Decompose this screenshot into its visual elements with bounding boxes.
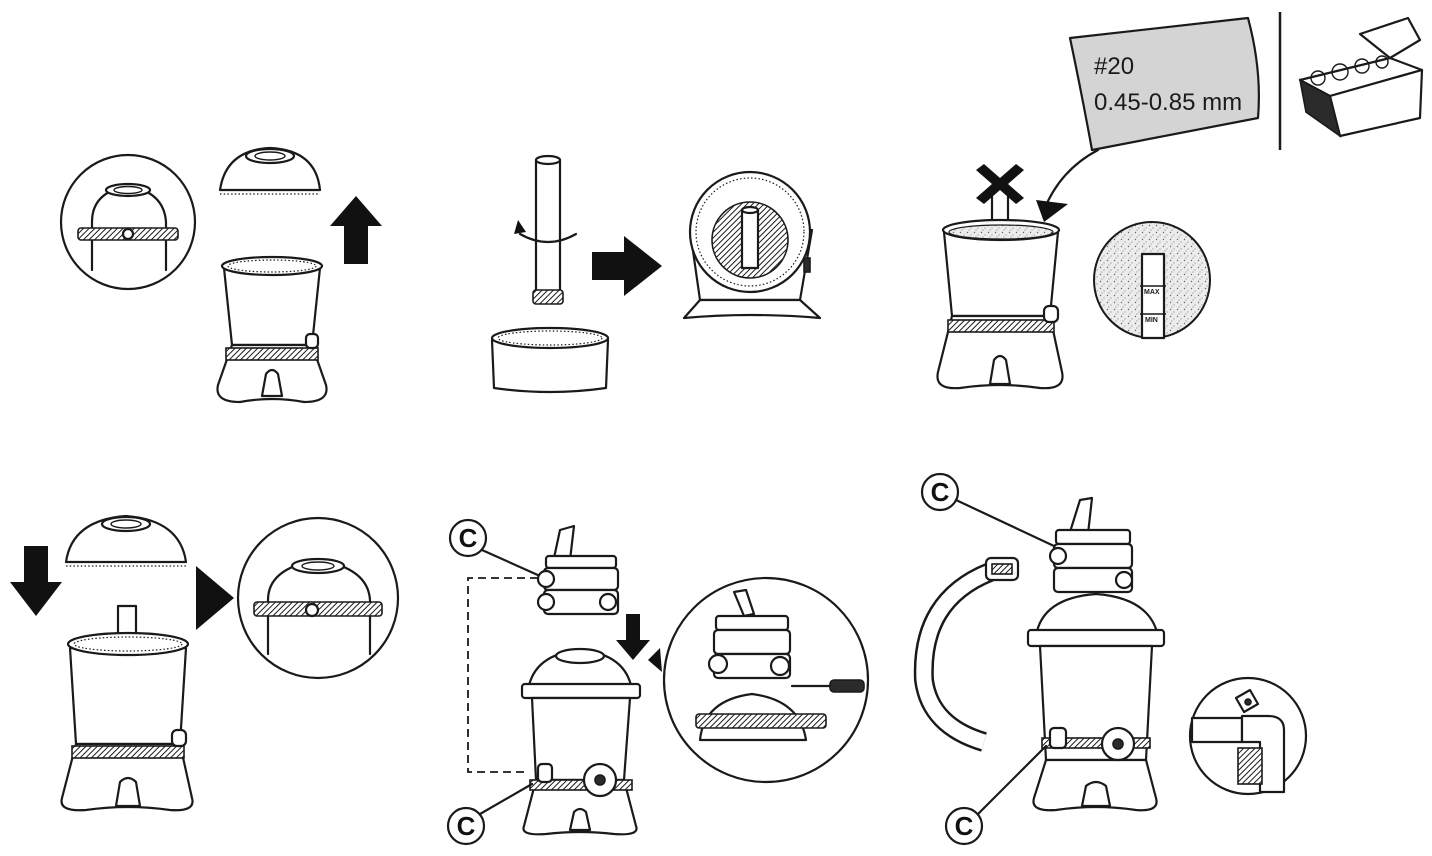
sand-box [1298,16,1424,138]
do-not-cover-x-icon [976,164,1024,204]
step4-replace-lid [10,514,400,812]
zoom-pointer-arrow [648,648,662,672]
max-level-label: MAX [1144,289,1160,296]
connector-label-4: C [955,811,974,841]
connector-label-3: C [931,477,950,507]
sand-bag-grade: #20 [1094,53,1134,80]
valve-head [536,524,620,616]
lower-tank-section [490,326,610,394]
step2-install-pipe [490,154,822,394]
step1-remove-lid [59,146,382,404]
hose-connection-zoom [1188,676,1308,796]
connector-dashed-path [467,577,538,773]
center-pipe [514,154,578,305]
lift-up-arrow [330,196,382,264]
connector-callout-top-2: C [920,472,1056,548]
connector-callout-top: C [448,518,542,578]
tank-with-pipe [936,164,1064,390]
pour-path [1042,148,1100,212]
next-step-arrow [592,236,662,296]
step6-connect-hose: C C [913,472,1308,846]
connector-callout-bottom: C [446,782,534,846]
sand-bag: #20 0.45-0.85 mm [1068,16,1260,152]
filter-tank-2 [60,604,194,812]
valve-clamp-zoom [662,576,870,784]
clamp-detail-zoom-2 [236,516,400,680]
filter-tank-3 [520,647,642,836]
assembled-filter [1026,496,1166,812]
sand-bag-size-range: 0.45-0.85 mm [1094,89,1242,116]
lower-down-arrow [10,546,62,616]
step3-fill-sand: #20 0.45-0.85 mm [936,12,1424,390]
filter-lid-2 [64,514,188,567]
next-step-arrow-2 [196,566,234,630]
min-level-label: MIN [1145,317,1158,324]
connector-label: C [459,523,478,553]
hose [913,556,1020,752]
clamp-detail-zoom [59,153,197,291]
connector-label-2: C [457,811,476,841]
sand-level-gauge: MAX MIN [1093,221,1211,340]
filter-lid [218,146,322,195]
step5-attach-valve: C C [446,518,870,846]
insert-down-arrow [616,614,650,660]
filter-tank [216,255,328,404]
connector-callout-bottom-2: C [944,744,1048,846]
pipe-installed-view [682,170,822,320]
